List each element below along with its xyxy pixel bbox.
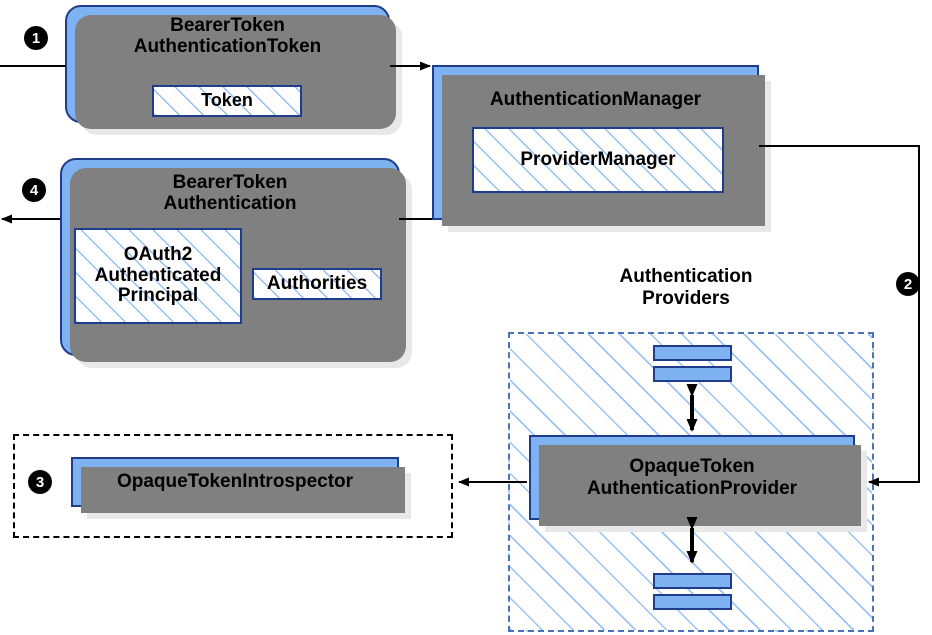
inner-provider-manager[interactable]: ProviderManager — [472, 127, 724, 193]
provider-bar-bottom-2 — [653, 594, 732, 610]
inner-token[interactable]: Token — [152, 85, 302, 117]
provider-bar-top-1 — [653, 345, 732, 361]
badge-step-4: 4 — [22, 178, 46, 202]
inner-authorities[interactable]: Authorities — [252, 268, 382, 300]
badge-step-2: 2 — [896, 272, 920, 296]
node-title: BearerToken Authentication — [163, 172, 297, 215]
provider-bar-top-2 — [653, 366, 732, 382]
node-bearer-token-authentication[interactable]: BearerToken Authentication OAuth2 Authen… — [60, 158, 412, 368]
node-title: OpaqueToken AuthenticationProvider — [586, 456, 798, 499]
node-title: OpaqueTokenIntrospector — [116, 471, 354, 493]
node-opaque-token-authentication-provider[interactable]: OpaqueToken AuthenticationProvider — [529, 435, 867, 532]
inner-oauth2-authenticated-principal[interactable]: OAuth2 Authenticated Principal — [74, 228, 242, 324]
introspector-group-container — [13, 434, 453, 538]
node-bearer-token-authentication-token[interactable]: BearerToken AuthenticationToken Token — [65, 5, 402, 135]
badge-step-3: 3 — [28, 470, 52, 494]
badge-step-1: 1 — [24, 26, 48, 50]
authentication-providers-label: Authentication Providers — [619, 266, 753, 309]
node-title: AuthenticationManager — [489, 89, 702, 110]
provider-bar-bottom-1 — [653, 573, 732, 589]
node-authentication-manager[interactable]: AuthenticationManager ProviderManager — [432, 65, 771, 232]
node-opaque-token-introspector[interactable]: OpaqueTokenIntrospector — [71, 457, 411, 519]
node-title: BearerToken AuthenticationToken — [133, 15, 322, 58]
